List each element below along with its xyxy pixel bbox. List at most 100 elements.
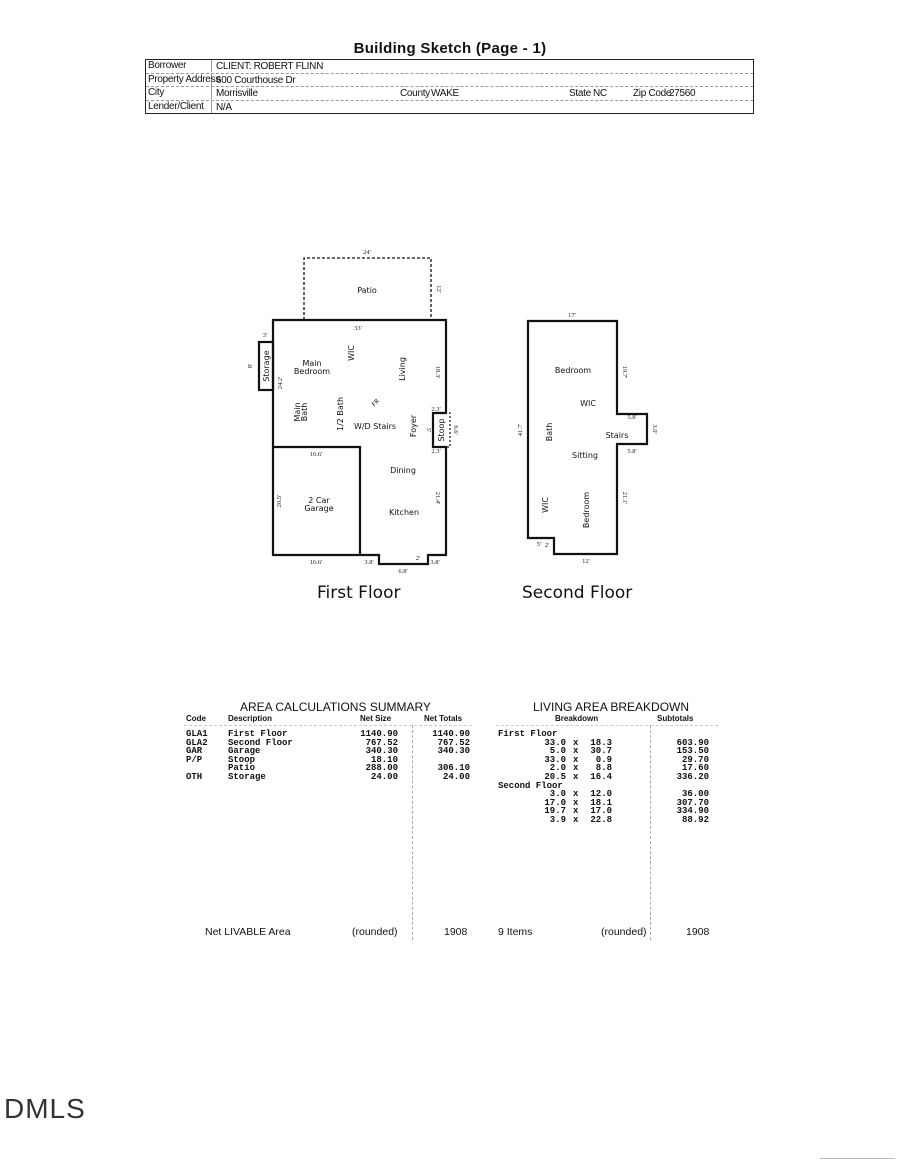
breakdown-width: 16.4 [590, 772, 612, 782]
breakdown-width: 18.3 [590, 737, 612, 748]
lender-value: N/A [216, 101, 232, 113]
breakdown-times: x [573, 754, 579, 765]
garage-outline [273, 445, 362, 555]
area-net-size: 340.30 [365, 746, 398, 757]
room-dining: Dining [390, 466, 416, 475]
first-floor-labels: Patio Storage Main Bedroom WIC Living Ma… [247, 249, 459, 575]
county-label: County [400, 88, 430, 99]
breakdown-length: 33.0 [544, 737, 566, 748]
breakdown-subtotal: 88.92 [681, 815, 709, 825]
net-livable-label: Net LIVABLE Area [205, 926, 291, 938]
stoop-dashed-edge [433, 412, 451, 448]
area-net-size: 24.00 [370, 772, 398, 782]
header-code: Code [186, 714, 206, 723]
second-floor-labels: Bedroom WIC Bath Stairs Sitting WIC Bedr… [517, 312, 658, 565]
city-row: City Morrisville County WAKE State NC Zi… [146, 87, 753, 101]
breakdown-times: x [573, 737, 579, 748]
breakdown-length: 20.5 [544, 772, 566, 782]
breakdown-width: 22.8 [590, 815, 612, 825]
dim-right-lower: 21.1' [621, 492, 628, 505]
column-divider [412, 725, 413, 940]
breakdown-width: 18.1 [590, 797, 612, 808]
dim-left: 41.7' [517, 424, 524, 437]
header-net-totals: Net Totals [424, 714, 463, 723]
header-subtotals: Subtotals [657, 714, 694, 723]
area-description: Stoop [228, 754, 256, 765]
page-edge-line [820, 1158, 895, 1159]
breakdown-times: x [573, 806, 579, 817]
rounded-label: (rounded) [352, 926, 398, 938]
borrower-label: Borrower [148, 60, 212, 72]
area-code: OTH [186, 772, 203, 782]
breakdown-length: 17.0 [544, 797, 566, 808]
header-divider [184, 725, 472, 726]
dim-storage-height: 8' [247, 364, 254, 368]
breakdown-subtotal: 17.60 [681, 763, 709, 774]
header-breakdown: Breakdown [555, 714, 599, 723]
room-main-bedroom: Main [302, 359, 321, 368]
page-title: Building Sketch (Page - 1) [353, 40, 547, 57]
dim-garage-bottom: 16.6' [310, 559, 323, 566]
dim-notch-height: 2' [545, 542, 549, 549]
first-floor-plan [257, 257, 451, 566]
room-half-bath: 1/2 Bath [336, 397, 345, 431]
dim-right-upper: 18.3' [434, 366, 441, 379]
area-net-total: 306.10 [437, 763, 470, 774]
room-storage: Storage [262, 350, 271, 381]
breakdown-width: 12.0 [590, 789, 612, 800]
breakdown-length: 3.0 [549, 789, 566, 800]
rounded-label: (rounded) [601, 926, 647, 938]
dim-stoop-height: 6.6' [452, 425, 459, 434]
second-floor-plan [526, 319, 649, 556]
dim-bump-top: 5.8' [627, 414, 636, 421]
area-net-total: 1140.90 [432, 729, 470, 739]
breakdown-length: 3.9 [549, 815, 566, 825]
county-value: WAKE [431, 88, 459, 99]
room-patio: Patio [357, 286, 377, 295]
breakdown-subtotal: 307.70 [676, 797, 709, 808]
dmls-watermark: DMLS [4, 1093, 86, 1124]
column-divider [650, 725, 651, 940]
floor-group-label: First Floor [498, 729, 558, 739]
area-net-size: 18.10 [370, 754, 398, 765]
dim-stoop-inner: 5' [425, 428, 432, 432]
breakdown-subtotal: 334.90 [676, 806, 709, 817]
dim-garage-height: 20.5' [276, 495, 283, 508]
breakdown-times: x [573, 772, 579, 782]
dim-bottom: 12' [582, 558, 590, 565]
breakdown-length: 33.0 [544, 754, 566, 765]
room-wic-top: WIC [580, 399, 596, 408]
dim-right-lower: 21.4' [434, 492, 441, 505]
dim-notch-height: 2' [416, 555, 420, 562]
breakdown-times: x [573, 746, 579, 757]
second-floor-outline [526, 319, 649, 556]
breakdown-width: 8.8 [595, 763, 612, 774]
breakdown-width: 30.7 [590, 746, 612, 757]
area-net-total: 767.52 [437, 737, 470, 748]
lender-label: Lender/Client [148, 100, 212, 113]
items-count: 9 Items [498, 926, 533, 938]
dim-patio-height: 12' [435, 285, 442, 293]
address-label: Property Address [148, 73, 220, 86]
borrower-row: Borrower CLIENT: ROBERT FLINN [146, 60, 753, 74]
dim-notch-width: 5' [537, 541, 541, 548]
area-description: First Floor [228, 729, 288, 739]
dim-top: 33' [354, 325, 362, 332]
room-bath: Bath [545, 423, 554, 442]
breakdown-width: 0.9 [595, 754, 612, 765]
dim-bump-bottom: 5.8' [627, 448, 636, 455]
area-net-size: 288.00 [365, 763, 398, 774]
area-description: Second Floor [228, 737, 293, 748]
room-foyer: Foyer [409, 414, 418, 437]
fr-marker: FR [371, 398, 381, 408]
breakdown-width: 17.0 [590, 806, 612, 817]
city-value: Morrisville [216, 88, 258, 99]
dim-garage-top: 16.6' [310, 451, 323, 458]
dim-stoop-top: 2.3' [431, 406, 440, 413]
dim-notch-left: 3.8' [364, 559, 373, 566]
breakdown-subtotal: 603.90 [676, 737, 709, 748]
floor-group-label: Second Floor [498, 780, 563, 791]
room-wic-bottom: WIC [541, 497, 550, 513]
room-garage-line2: Garage [304, 504, 333, 513]
zip-value: 27560 [669, 88, 696, 99]
